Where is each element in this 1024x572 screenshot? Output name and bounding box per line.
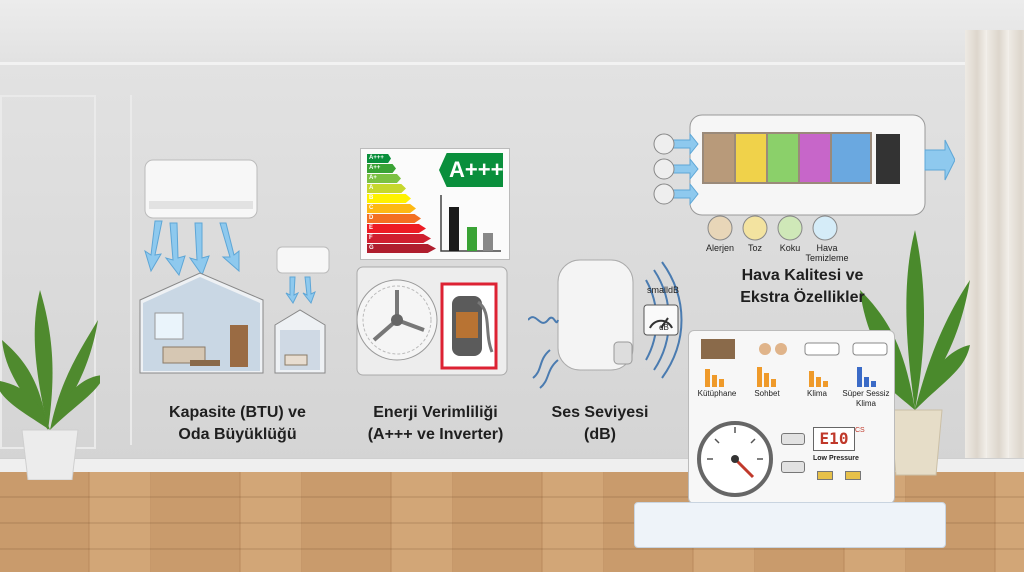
noise-level-icons [701, 339, 888, 387]
pressure-gauge-icon [697, 421, 773, 497]
blank-caption-box [634, 502, 946, 548]
panel-button-2[interactable] [781, 461, 805, 473]
noise-meter-label: smalldB [646, 285, 679, 295]
noise-label-line1: Ses Seviyesi [551, 404, 649, 421]
filter-label-dust: Toz [747, 243, 762, 253]
capacity-label-line1: Kapasite (BTU) ve [169, 404, 306, 421]
ceiling [0, 0, 1024, 65]
energy-rating-arrow [439, 153, 503, 187]
noise-illustration [528, 259, 683, 389]
energy-scale-bar: A+++ [367, 154, 391, 163]
level-library: Kütüphane [697, 389, 737, 398]
filter-label-allergen: Alerjen [705, 243, 734, 253]
energy-scale-bar: G [367, 244, 436, 253]
panel-indicator-2[interactable] [845, 471, 861, 480]
air-quality-illustration [653, 114, 955, 241]
energy-scale-bar: A++ [367, 164, 396, 173]
outdoor-unit-illustration [356, 266, 508, 376]
energy-bar-chart-icon [440, 195, 501, 252]
energy-scale-bar: B [367, 194, 411, 203]
air-quality-label-line1: Hava Kalitesi ve [741, 267, 864, 284]
level-conversation: Sohbet [754, 389, 780, 398]
energy-scale-bar: D [367, 214, 421, 223]
energy-scale-bar: A+ [367, 174, 401, 183]
wall-panel-edge [130, 95, 132, 445]
air-quality-label-line2: Ekstra Özellikler [740, 289, 865, 306]
energy-scale-bar: F [367, 234, 431, 243]
error-code-display: E10 [813, 427, 855, 451]
capacity-label-line2: Oda Büyüklüğü [178, 426, 297, 443]
error-code-sub: CS [855, 427, 865, 434]
energy-scale-bar: A [367, 184, 406, 193]
level-super-quiet-ac: Süper Sessiz Klima [842, 389, 890, 408]
plant-left [0, 290, 100, 480]
energy-scale-bar: E [367, 224, 426, 233]
filter-label-odor: Koku [779, 243, 801, 253]
noise-label-line2: (dB) [584, 426, 616, 443]
curtain [965, 30, 1024, 490]
level-ac: Klima [806, 389, 827, 398]
panel-indicator-1[interactable] [817, 471, 833, 480]
energy-label-line2: (A+++ ve Inverter) [367, 426, 504, 443]
low-pressure-warning: Low Pressure [813, 455, 859, 462]
panel-button-1[interactable] [781, 433, 805, 445]
noise-meter-unit: dB [659, 323, 669, 332]
filter-label-air-cleaning: Hava Temizleme [805, 243, 849, 263]
capacity-illustration [139, 159, 330, 374]
energy-label-line1: Enerji Verimliliği [373, 404, 498, 421]
energy-rating-text: A+++ [449, 157, 504, 182]
noise-comparison-panel: Kütüphane Sohbet Klima Süper Sessiz Klim… [688, 330, 895, 504]
energy-scale-bar: C [367, 204, 416, 213]
